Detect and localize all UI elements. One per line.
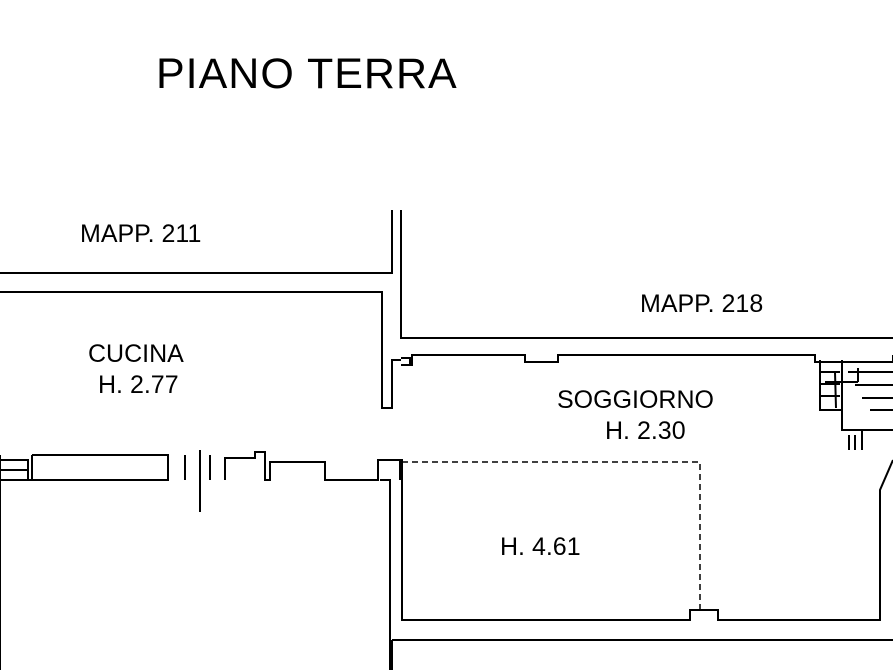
room-height-living: H. 2.30 (605, 417, 686, 445)
parcel-boundary-211 (0, 210, 393, 274)
parcel-label-211: MAPP. 211 (80, 220, 202, 248)
room-height-mezzanine: H. 4.61 (500, 533, 581, 561)
mid-wall-top (31, 454, 169, 481)
door-opening (184, 450, 211, 512)
living-wall-south (391, 639, 893, 670)
parcel-boundary-218 (400, 210, 893, 339)
mid-wall-segment-2 (224, 451, 401, 481)
living-wall-north (401, 354, 893, 366)
mid-wall-segment-4 (400, 459, 893, 621)
stair-outline (819, 360, 893, 431)
mid-wall-segment-3 (380, 479, 391, 670)
stair-arrow (825, 368, 863, 450)
kitchen-wall-outer (0, 291, 401, 409)
room-name-kitchen: CUCINA (88, 340, 184, 368)
kitchen-wall-inner (0, 455, 29, 480)
room-height-kitchen: H. 2.77 (98, 371, 179, 399)
room-name-living: SOGGIORNO (557, 386, 714, 414)
plan-title: PIANO TERRA (156, 50, 458, 98)
parcel-label-218: MAPP. 218 (640, 290, 764, 318)
